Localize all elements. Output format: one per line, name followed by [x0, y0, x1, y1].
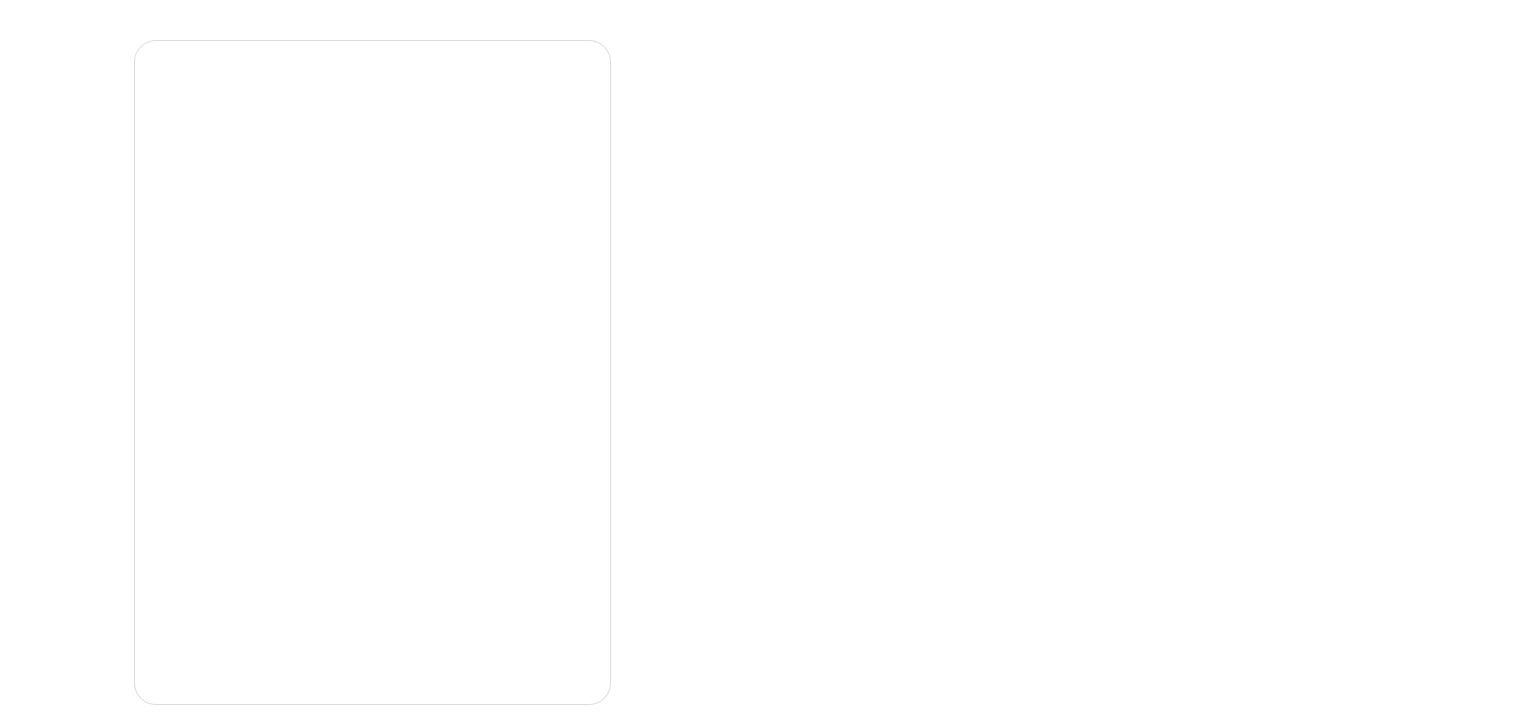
- rack-1: [134, 40, 611, 705]
